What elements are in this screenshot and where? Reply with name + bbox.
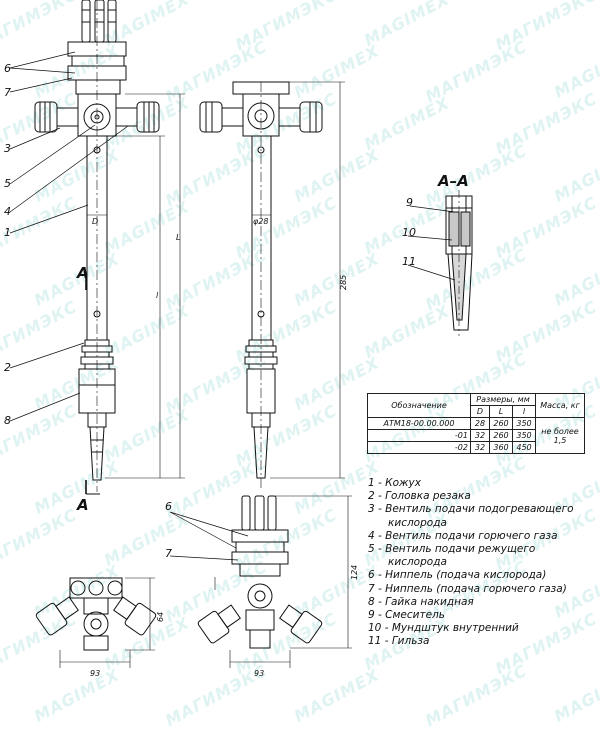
left-dimensions xyxy=(87,93,185,479)
dim-93-right: 93 xyxy=(254,669,264,678)
dim-285: 285 xyxy=(339,275,348,290)
dim-124: 124 xyxy=(350,565,359,580)
table-cell: 350 xyxy=(512,429,536,442)
parts-legend: 1 - Кожух 2 - Головка резака 3 - Вентиль… xyxy=(368,477,598,649)
sizes-table: Обозначение Размеры, мм Масса, кг D L l … xyxy=(367,393,585,454)
table-cell: 350 xyxy=(512,417,536,430)
dim-L: L xyxy=(176,233,180,242)
callout-11: 11 xyxy=(402,255,416,268)
table-header-designation: Обозначение xyxy=(367,393,471,418)
legend-item: 7 - Ниппель (подача горючего газа) xyxy=(368,582,567,595)
section-marker-bottom: A xyxy=(76,496,89,514)
table-cell: 32 xyxy=(470,441,490,454)
section-marker-top: A xyxy=(76,264,89,282)
dimension-labels: D L l φ28 285 93 93 64 124 xyxy=(90,217,359,678)
callout-5: 5 xyxy=(4,177,11,190)
table-cell: 360 xyxy=(489,441,513,454)
legend-item: 6 - Ниппель (подача кислорода) xyxy=(368,569,547,582)
legend-item: 11 - Гильза xyxy=(368,635,430,648)
callout-8: 8 xyxy=(4,414,11,427)
table-cell-mass: не более 1,5 xyxy=(535,417,585,454)
table-row: -02 32 360 450 xyxy=(367,441,585,454)
table-header-mass: Масса, кг xyxy=(535,393,585,418)
section-title: A–A xyxy=(437,172,469,190)
callout-7-bottom: 7 xyxy=(165,547,172,560)
dim-l: l xyxy=(156,291,159,300)
table-cell: 28 xyxy=(470,417,490,430)
technical-drawing: D L l φ28 285 93 93 64 124 6 7 3 5 4 1 2… xyxy=(4,0,473,678)
dim-64: 64 xyxy=(156,612,165,622)
left-callout-leaders xyxy=(9,51,129,422)
callout-1: 1 xyxy=(4,226,11,239)
legend-item: 9 - Смеситель xyxy=(368,609,445,622)
legend-item: 4 - Вентиль подачи горючего газа xyxy=(368,529,558,542)
nipples-detail-view xyxy=(169,495,352,668)
dim-phi28: φ28 xyxy=(253,217,268,226)
callout-9: 9 xyxy=(406,196,413,209)
callout-labels: 6 7 3 5 4 1 2 8 9 10 11 6 7 xyxy=(4,62,416,560)
legend-item: 2 - Головка резака xyxy=(368,490,471,503)
table-cell: АТМ18-00.00.000 xyxy=(367,417,471,430)
table-row: АТМ18-00.00.000 28 260 350 не более 1,5 xyxy=(367,417,585,454)
callout-6-bottom: 6 xyxy=(165,500,172,513)
legend-item: 5 - Вентиль подачи режущего кислорода xyxy=(368,543,536,569)
table-header-L: L xyxy=(489,405,513,418)
section-a-a xyxy=(407,190,473,336)
callout-4: 4 xyxy=(4,205,11,218)
table-cell: 32 xyxy=(470,429,490,442)
table-header-l: l xyxy=(512,405,536,418)
torch-front-view xyxy=(34,0,160,495)
callout-6: 6 xyxy=(4,62,11,75)
torch-side-view xyxy=(199,81,345,490)
callout-7: 7 xyxy=(4,86,11,99)
table-cell: 450 xyxy=(512,441,536,454)
table-cell: -02 xyxy=(367,441,471,454)
dim-93-left: 93 xyxy=(90,669,100,678)
legend-item: 8 - Гайка накидная xyxy=(368,595,474,608)
table-row: -01 32 260 350 xyxy=(367,429,585,442)
dim-D: D xyxy=(92,217,98,226)
legend-item: 3 - Вентиль подачи подогревающего кислор… xyxy=(368,503,574,529)
callout-3: 3 xyxy=(4,142,11,155)
table-cell: 260 xyxy=(489,429,513,442)
table-cell: -01 xyxy=(367,429,471,442)
callout-10: 10 xyxy=(402,226,416,239)
legend-item: 1 - Кожух xyxy=(368,477,421,489)
table-header-sizes: Размеры, мм xyxy=(470,393,536,406)
legend-item: 10 - Мундштук внутренний xyxy=(368,622,519,635)
table-header-D: D xyxy=(470,405,490,418)
callout-2: 2 xyxy=(4,361,11,374)
valves-top-view xyxy=(35,577,157,668)
section-markers: A–A A A xyxy=(76,172,469,514)
table-cell: 260 xyxy=(489,417,513,430)
